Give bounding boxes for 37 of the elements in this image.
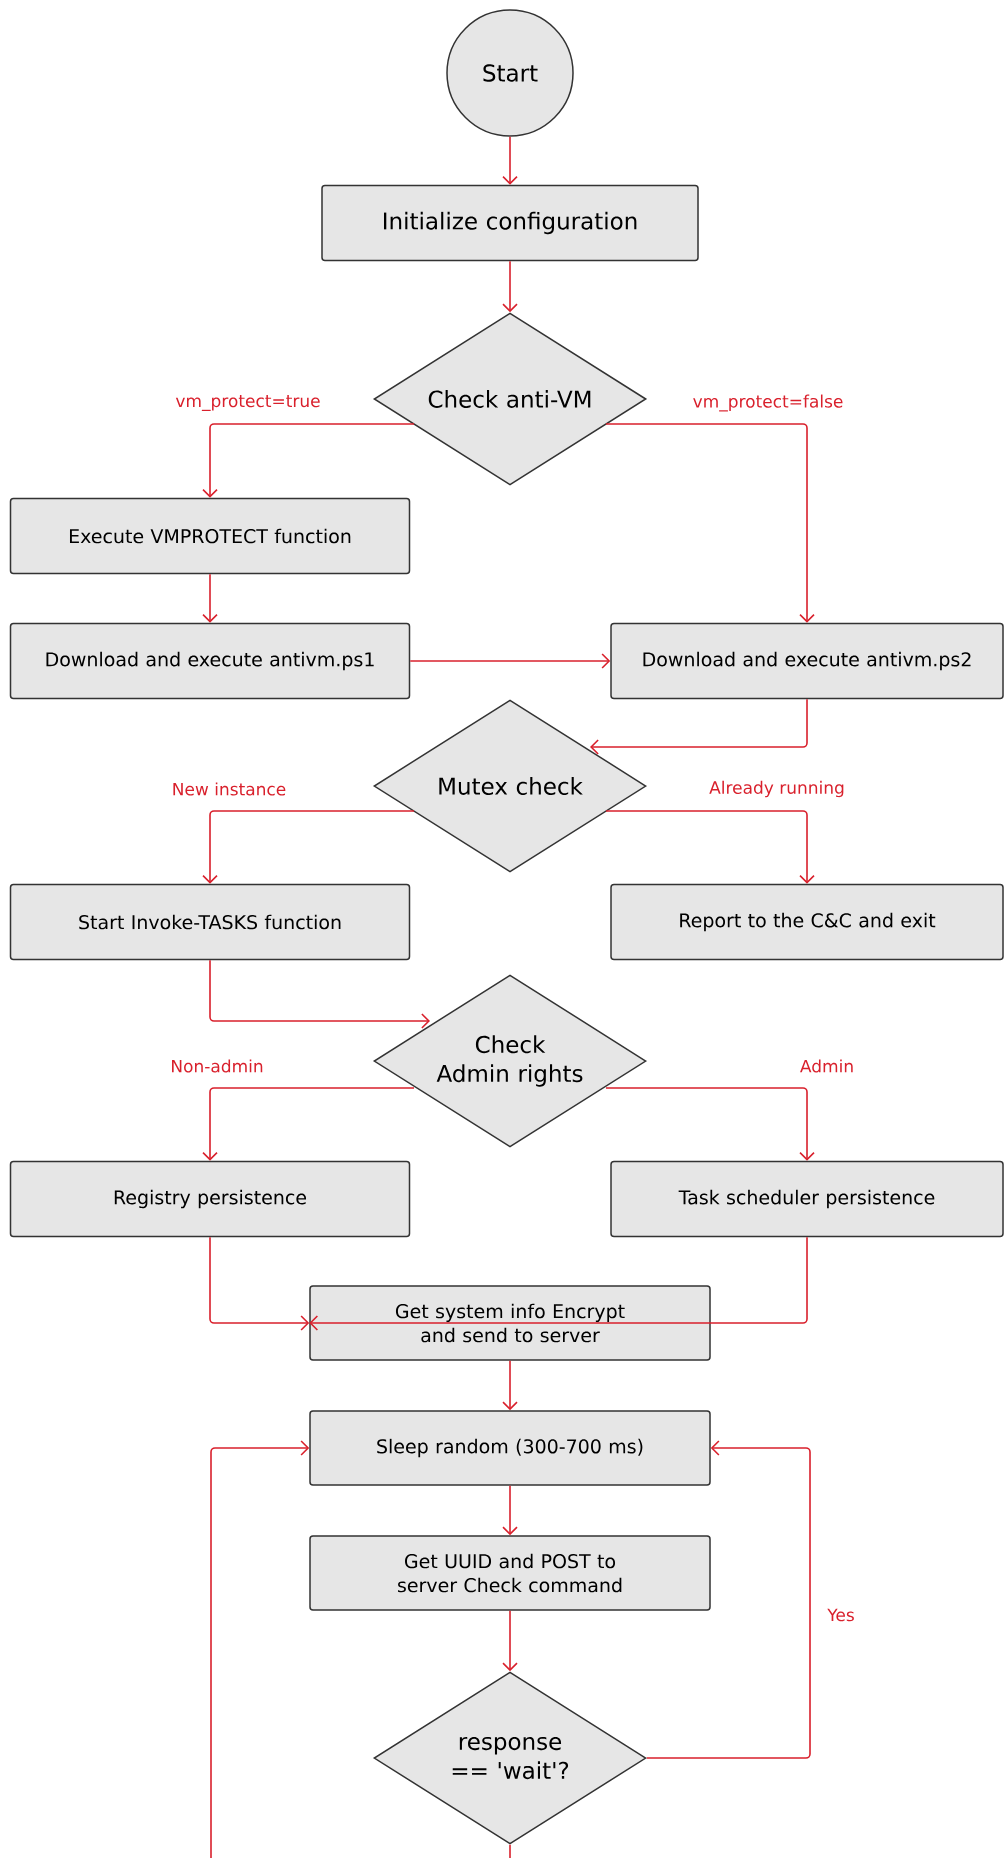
arrow [502, 1609, 518, 1672]
arrow [202, 573, 218, 623]
arrow [309, 1236, 808, 1331]
arrow [202, 423, 415, 498]
edge-label: New instance [170, 781, 288, 797]
arrow [502, 135, 518, 185]
edge-label: Already running [708, 779, 846, 799]
edge-label: Non-admin [169, 1058, 265, 1074]
edge-label: Admin [798, 1058, 856, 1074]
process-box: Registry persistence [9, 1160, 411, 1238]
process-box: Report to the C&C and exit [610, 883, 1004, 961]
arrow [502, 260, 518, 313]
process-box: Sleep random (300-700 ms) [309, 1410, 711, 1486]
arrow [209, 1236, 310, 1331]
process-box: Task scheduler persistence [610, 1160, 1004, 1238]
arrow [210, 1440, 310, 1858]
process-box: Get UUID and POST to server Check command [309, 1535, 711, 1611]
edge-label: vm_protect=false [691, 393, 845, 413]
process-box: Start Invoke-TASKS function [9, 883, 411, 961]
arrow [209, 959, 430, 1029]
arrow [590, 698, 808, 755]
process-box: Download and execute antivm.ps2 [610, 622, 1004, 700]
process-box: Execute VMPROTECT function [9, 497, 411, 575]
arrow [645, 1440, 811, 1759]
arrow [605, 423, 815, 623]
arrow [605, 1087, 815, 1161]
arrow [202, 810, 415, 884]
arrow [502, 1484, 518, 1536]
edge-label: Yes [826, 1607, 856, 1623]
process-box: Download and execute antivm.ps1 [9, 622, 411, 700]
process-box: Get system info Encrypt and send to server [309, 1285, 711, 1361]
arrow [202, 1087, 415, 1161]
edge-label: vm_protect=true [174, 394, 322, 412]
arrow [605, 810, 815, 884]
process-box: Initialize configuration [321, 184, 699, 262]
arrow [409, 653, 611, 669]
arrow [502, 1359, 518, 1411]
